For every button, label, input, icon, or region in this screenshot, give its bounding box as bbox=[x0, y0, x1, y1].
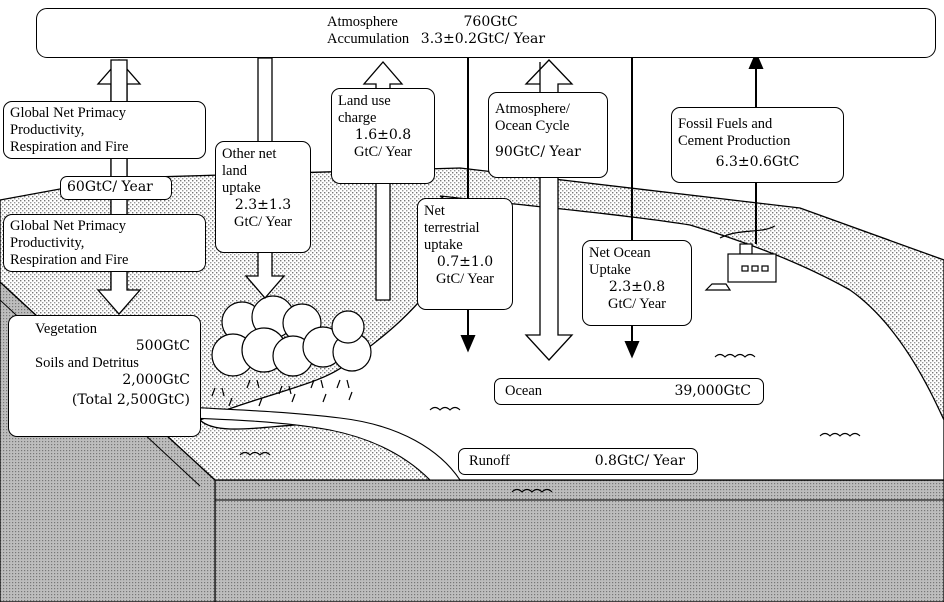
gnpp-up-line3: Respiration and Fire bbox=[10, 139, 129, 155]
other-net-land-box: Other net land uptake 2.3±1.3 GtC/ Year bbox=[215, 141, 311, 253]
net-terrestrial-box: Net terrestrial uptake 0.7±1.0 GtC/ Year bbox=[417, 198, 513, 310]
wave-marks bbox=[239, 353, 861, 493]
soils-label: Soils and Detritus bbox=[35, 355, 139, 371]
atmosphere-stock: 760GtC bbox=[463, 14, 518, 30]
land-use-value: 1.6±0.8 bbox=[354, 127, 412, 143]
net-ocean-unit: GtC/ Year bbox=[607, 296, 666, 312]
net-ocean-line2: Uptake bbox=[589, 262, 631, 278]
block-front-face bbox=[214, 479, 944, 602]
vegetation-label: Vegetation bbox=[35, 321, 98, 337]
atm-ocean-arrow bbox=[524, 59, 574, 361]
accumulation-value: 3.3±0.2GtC/ Year bbox=[420, 31, 546, 47]
gnpp-flux-value: 60GtC/ Year bbox=[67, 179, 153, 195]
net-ocean-box: Net Ocean Uptake 2.3±0.8 GtC/ Year bbox=[582, 240, 692, 326]
ocean-value: 39,000GtC bbox=[674, 383, 751, 399]
net-terrestrial-unit: GtC/ Year bbox=[435, 271, 494, 287]
atm-ocean-value: 90GtC/ Year bbox=[495, 144, 581, 160]
land-use-line1: Land use bbox=[338, 93, 391, 109]
other-net-land-line2: land bbox=[222, 163, 247, 179]
gnpp-up-line1: Global Net Primacy bbox=[10, 105, 126, 121]
fossil-line2: Cement Production bbox=[678, 133, 791, 149]
land-use-box: Land use charge 1.6±0.8 GtC/ Year bbox=[331, 88, 435, 184]
atmosphere-label: Atmosphere bbox=[327, 14, 398, 30]
runoff-label: Runoff bbox=[469, 453, 510, 469]
other-net-land-unit: GtC/ Year bbox=[233, 214, 292, 230]
gnpp-down-box: Global Net Primacy Productivity, Respira… bbox=[3, 214, 206, 272]
land-use-unit: GtC/ Year bbox=[353, 144, 412, 160]
atm-ocean-line1: Atmosphere/ bbox=[495, 101, 570, 117]
net-terrestrial-line3: uptake bbox=[424, 237, 463, 253]
fossil-value: 6.3±0.6GtC bbox=[715, 154, 800, 170]
runoff-value: 0.8GtC/ Year bbox=[594, 453, 685, 469]
other-net-land-line1: Other net bbox=[222, 146, 277, 162]
car bbox=[704, 283, 732, 291]
vegetation-box: Vegetation 500GtC Soils and Detritus 2,0… bbox=[8, 315, 201, 437]
other-net-land-value: 2.3±1.3 bbox=[234, 197, 292, 213]
fossil-line1: Fossil Fuels and bbox=[678, 116, 773, 132]
fossil-box: Fossil Fuels and Cement Production 6.3±0… bbox=[671, 107, 844, 183]
land-use-line2: charge bbox=[338, 110, 377, 126]
ocean-box: Ocean 39,000GtC bbox=[494, 378, 764, 405]
atm-ocean-box: Atmosphere/ Ocean Cycle 90GtC/ Year bbox=[488, 92, 608, 178]
atm-ocean-line2: Ocean Cycle bbox=[495, 118, 570, 134]
gnpp-up-box: Global Net Primacy Productivity, Respira… bbox=[3, 101, 206, 159]
total-value: (Total 2,500GtC) bbox=[71, 392, 190, 408]
factory bbox=[719, 225, 777, 283]
atmosphere-box: Atmosphere 760GtC Accumulation 3.3±0.2Gt… bbox=[36, 8, 936, 58]
net-ocean-value: 2.3±0.8 bbox=[608, 279, 666, 295]
runoff-box: Runoff 0.8GtC/ Year bbox=[458, 448, 698, 475]
other-net-land-line3: uptake bbox=[222, 180, 261, 196]
vegetation-value: 500GtC bbox=[135, 338, 190, 354]
accumulation-label: Accumulation bbox=[327, 31, 410, 47]
soils-value: 2,000GtC bbox=[122, 372, 190, 388]
gnpp-up-line2: Productivity, bbox=[10, 122, 85, 138]
gnpp-flux-box: 60GtC/ Year bbox=[60, 176, 172, 200]
forest bbox=[211, 295, 372, 407]
net-terrestrial-line1: Net bbox=[424, 203, 445, 219]
net-terrestrial-line2: terrestrial bbox=[424, 220, 480, 236]
net-terrestrial-value: 0.7±1.0 bbox=[436, 254, 494, 270]
gnpp-down-line2: Productivity, bbox=[10, 235, 85, 251]
ocean-label: Ocean bbox=[505, 383, 543, 399]
gnpp-down-line3: Respiration and Fire bbox=[10, 252, 129, 268]
net-ocean-line1: Net Ocean bbox=[589, 245, 651, 261]
gnpp-down-line1: Global Net Primacy bbox=[10, 218, 126, 234]
